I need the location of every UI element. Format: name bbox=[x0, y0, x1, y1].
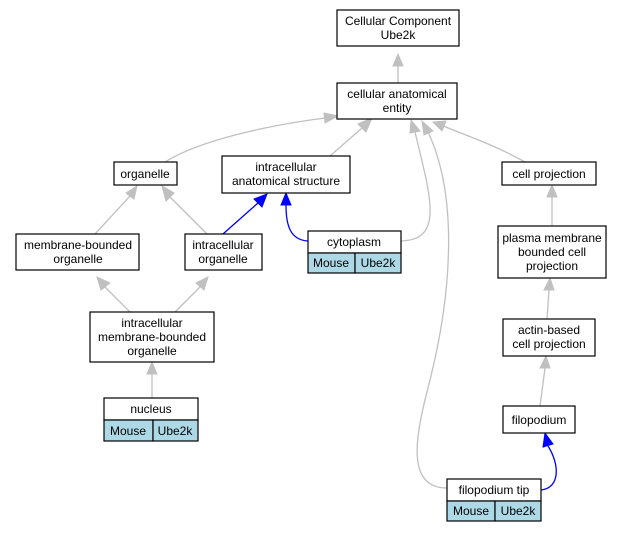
node-actin-based-cell-projection[interactable]: actin-based cell projection bbox=[502, 318, 596, 357]
arrow-cellproj-cae bbox=[431, 120, 447, 132]
arrow-organelle-cae bbox=[323, 112, 340, 124]
node-filopodium[interactable]: filopodium bbox=[502, 405, 576, 434]
node-box bbox=[502, 405, 576, 434]
node-label-line: cytoplasm bbox=[327, 235, 381, 249]
node-label-line: cell projection bbox=[512, 167, 585, 181]
node-box bbox=[113, 161, 178, 186]
node-label-line: cell projection bbox=[512, 337, 585, 351]
tag-ube2k bbox=[354, 252, 402, 274]
node-box bbox=[221, 155, 351, 194]
arrow-mbo-organelle bbox=[125, 184, 138, 200]
tag-label: Mouse bbox=[453, 504, 489, 518]
edge-filo-abcp bbox=[539, 367, 546, 407]
arrow-cyto-ias bbox=[280, 191, 292, 206]
node-label-line: actin-based bbox=[518, 323, 580, 337]
node-label-line: plasma membrane bbox=[502, 231, 602, 245]
tag-ube2k bbox=[152, 419, 199, 442]
arrow-cae-root bbox=[392, 52, 404, 67]
edge-ias-cae bbox=[329, 127, 363, 157]
node-label-line: projection bbox=[526, 259, 578, 273]
node-cell-projection[interactable]: cell projection bbox=[501, 161, 597, 186]
arrow-ias-cae bbox=[357, 117, 373, 133]
nodes: Cellular Component Ube2k cellular anatom… bbox=[15, 9, 607, 522]
tag-label: Mouse bbox=[313, 256, 349, 270]
node-label-line: organelle bbox=[53, 252, 103, 266]
node-intracellular-anatomical-structure[interactable]: intracellular anatomical structure bbox=[221, 155, 351, 194]
edges bbox=[94, 52, 558, 491]
node-box bbox=[336, 9, 460, 47]
node-cellular-component-ube2k[interactable]: Cellular Component Ube2k bbox=[336, 9, 460, 47]
node-box bbox=[15, 233, 140, 271]
node-label-line: intracellular bbox=[121, 316, 182, 330]
arrow-io-organelle bbox=[161, 184, 175, 202]
edge-io-ias bbox=[222, 202, 259, 235]
node-box bbox=[89, 311, 215, 363]
node-label-line: membrane-bounded bbox=[98, 330, 206, 344]
tag-label: Mouse bbox=[110, 424, 146, 438]
edge-imbo-mbo bbox=[104, 286, 131, 313]
node-label-line: Ube2k bbox=[381, 28, 417, 42]
arrow-pmbcp-cellproj bbox=[546, 183, 558, 198]
node-label-line: nucleus bbox=[130, 402, 171, 416]
node-box bbox=[336, 82, 458, 120]
node-label-line: Cellular Component bbox=[345, 14, 452, 28]
tag-label: Ube2k bbox=[501, 504, 537, 518]
node-label-line: filopodium bbox=[512, 413, 567, 427]
edge-organelle-cae bbox=[164, 117, 326, 163]
edge-mbo-organelle bbox=[94, 195, 131, 235]
arrow-abcp-pmbcp bbox=[543, 276, 555, 291]
node-intracellular-organelle[interactable]: intracellular organelle bbox=[184, 233, 263, 271]
node-cellular-anatomical-entity[interactable]: cellular anatomical entity bbox=[336, 82, 458, 120]
node-nucleus[interactable]: nucleus Mouse Ube2k bbox=[103, 397, 199, 442]
arrow-filotip-cae bbox=[421, 119, 434, 136]
arrow-imbo-io bbox=[195, 276, 209, 291]
arrow-cyto-cae bbox=[409, 118, 421, 134]
node-membrane-bounded-organelle[interactable]: membrane-bounded organelle bbox=[15, 233, 140, 271]
node-label-line: filopodium tip bbox=[459, 483, 530, 497]
node-label-line: membrane-bounded bbox=[24, 238, 132, 252]
node-plasma-membrane-bounded-cell-projection[interactable]: plasma membrane bounded cell projection bbox=[497, 225, 607, 279]
edge-io-organelle bbox=[169, 196, 208, 235]
node-label-line: cellular anatomical bbox=[347, 87, 446, 101]
node-intracellular-membrane-bounded-organelle[interactable]: intracellular membrane-bounded organelle bbox=[89, 311, 215, 363]
node-label-line: entity bbox=[383, 101, 412, 115]
arrow-filotip-filo bbox=[542, 431, 554, 448]
node-box bbox=[501, 161, 597, 186]
node-cytoplasm[interactable]: cytoplasm Mouse Ube2k bbox=[307, 230, 402, 274]
edge-imbo-io bbox=[174, 286, 201, 313]
edge-filotip-cae bbox=[416, 131, 450, 489]
node-box bbox=[184, 233, 263, 271]
node-label-line: anatomical structure bbox=[232, 174, 340, 188]
edge-abcp-pmbcp bbox=[546, 289, 550, 320]
arrow-filo-abcp bbox=[539, 354, 551, 369]
edge-cyto-ias bbox=[285, 204, 309, 242]
node-label-line: bounded cell bbox=[518, 245, 586, 259]
node-organelle[interactable]: organelle bbox=[113, 161, 178, 186]
node-filopodium-tip[interactable]: filopodium tip Mouse Ube2k bbox=[446, 478, 542, 522]
arrow-imbo-mbo bbox=[96, 276, 111, 291]
node-box bbox=[502, 318, 596, 357]
node-label-line: organelle bbox=[127, 344, 177, 358]
node-label-line: organelle bbox=[120, 167, 170, 181]
tag-ube2k bbox=[494, 500, 542, 522]
node-box bbox=[497, 225, 607, 279]
edge-filotip-filo bbox=[540, 445, 557, 491]
edge-cellproj-cae bbox=[442, 125, 526, 163]
node-label-line: organelle bbox=[198, 252, 248, 266]
tag-label: Ube2k bbox=[158, 424, 194, 438]
edge-cyto-cae bbox=[400, 131, 431, 242]
tag-label: Ube2k bbox=[361, 256, 397, 270]
arrow-nucleus-imbo bbox=[146, 360, 158, 375]
node-label-line: intracellular bbox=[192, 238, 253, 252]
node-label-line: intracellular bbox=[255, 160, 316, 174]
arrow-io-ias bbox=[253, 193, 268, 208]
